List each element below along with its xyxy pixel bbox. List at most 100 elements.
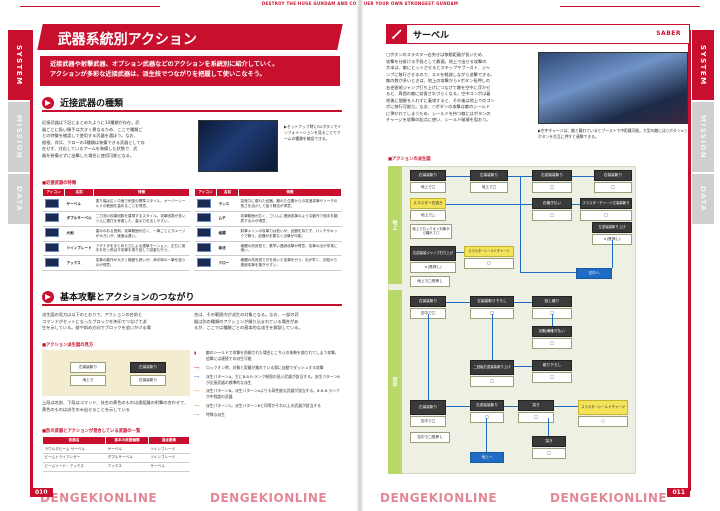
flow-node: 縦り下ろし	[532, 360, 572, 371]
table-row: 格闘射撃メインの攻撃力は低いが、武器を持たず、パンチやキックで戦う。武器が必要な…	[194, 226, 342, 242]
watermark-right: DENGEKIONLINE	[550, 491, 668, 505]
flow-node-cmd: □	[532, 182, 572, 193]
flow-node: スラスターチャージ左袈裟斬り	[580, 198, 632, 209]
table-row: ムチ攻撃範囲が広く、ゴリムに連続攻撃のような動作で相手を翻弄するのが得意。	[194, 211, 342, 227]
flow-node: 右袈裟斬り	[410, 170, 446, 181]
flow-arrow	[520, 272, 576, 273]
watermark-center-left: DENGEKIONLINE	[210, 491, 328, 505]
section1-body: 近接武器は下記にまとめたように10種類が存在。武 器ごとに扱い勝手は大きく異なる…	[42, 120, 145, 158]
table-row: 大剣重みのある長剣。攻撃範囲が広く、一撃ごとにダメージが大きいが、速度は遅い。	[42, 226, 190, 242]
flow-node: 左袈裟斬り	[410, 400, 446, 415]
table-row: 拳法格闘の改良型で、素早い連続攻撃が得意。攻撃の出が非常に速い。	[194, 241, 342, 257]
tab-mission-right[interactable]: MISSION	[692, 102, 714, 172]
section-heading-weapon-types: 近接武器の種類	[42, 96, 342, 112]
flow-legend-label: ■アクション派生図の見方	[42, 343, 94, 348]
flow-node: 空中で□長押し	[410, 432, 450, 443]
flow-node-cmd: □	[594, 182, 632, 193]
flow-node-cmd: 地上で□	[410, 182, 446, 193]
flow-node-cmd: 空中で□	[410, 416, 446, 427]
tab-system-right[interactable]: SYSTEM	[692, 30, 714, 100]
flow-chart-label: ■アクションの派生図	[388, 157, 431, 162]
greatsword-icon	[44, 228, 59, 238]
flow-arrow	[514, 302, 532, 303]
flow-arrow	[572, 176, 594, 177]
flow-node-cmd: □	[532, 338, 572, 349]
flow-arrow	[446, 302, 470, 303]
twin-blade-icon	[44, 243, 59, 253]
lead-line: 近接武器や射撃武器、オプション武器などのアクションを系統別に紹介していく。	[50, 61, 279, 68]
play-bullet-icon	[42, 291, 54, 303]
flow-node: 右逆袈裟斬り	[470, 400, 504, 411]
skill-name: サーベル	[413, 31, 450, 41]
flow-arrow	[446, 176, 470, 177]
section2-body-col2: 合は、その範囲内が派生の対象となる。なお、一部の武 器は別の種類のアクションが繰…	[194, 312, 303, 330]
saber-body: □ボタンのスラスター右突きは移動距離が長いため、 攻撃を仕掛ける手段として最適。…	[386, 52, 495, 122]
table-row: ランス突進力に優れた武器。離れた位置からの突進攻撃やリーチの長さを活かして狙う戦…	[194, 196, 342, 212]
tab-system-left[interactable]: SYSTEM	[8, 30, 30, 100]
flow-arrow	[446, 204, 532, 205]
table-row: サーベル振り幅は広く中速で剣型の標準スタイル。オーバーシールドの範囲を高めること…	[42, 196, 190, 212]
saber-icon	[44, 198, 59, 208]
double-saber-icon	[44, 213, 59, 223]
gameplay-screenshot	[538, 52, 688, 124]
flow-arrow	[456, 252, 464, 253]
watermark-left: DENGEKIONLINE	[40, 491, 158, 505]
legend-list: ▮敵のシールドで攻撃を防御された場合にこちらの体勢を崩されてしまう攻撃。追撃には…	[194, 350, 340, 417]
play-bullet-icon	[42, 97, 54, 109]
watermark-center-right: DENGEKIONLINE	[380, 491, 498, 505]
flow-node: 二回転右逆袈裟斬り上げ	[470, 360, 514, 375]
flow-node-cmd: 地上で△	[410, 210, 446, 221]
lead-line: アクションが多彩な近接武器は、派生技でつながりを把握して使いこなそう。	[50, 70, 266, 78]
setup-screenshot-caption: ▶セットアップ時にR2ボタンでインフォメーションを見ることでアームの種類を確認で…	[284, 124, 342, 141]
page-number-left: 010	[30, 488, 53, 497]
page-title: 武器系統別アクション	[37, 24, 343, 50]
axe-icon	[44, 257, 59, 267]
flow-node: スラスター右突き	[410, 198, 446, 209]
page-spine	[356, 0, 364, 511]
flow-arrow	[446, 406, 470, 407]
flow-arrow	[548, 418, 549, 436]
fist-icon	[196, 228, 211, 238]
flow-node-to-air: 空中へ	[576, 268, 612, 279]
flow-node: 右逆袈裟斬り	[532, 170, 572, 181]
flow-node: 右逆袈裟ジャンプ打ち上げ	[410, 246, 456, 261]
tab-mission-left[interactable]: MISSION	[8, 102, 30, 172]
mixed-weapons-table: 武器名 基本の武器種類 混合要素 ラウルダビーム サーベルサーベルツインブレード…	[41, 436, 191, 472]
whip-icon	[196, 213, 211, 223]
flow-node-cmd: 地上で□	[470, 182, 508, 193]
table-row: アックス攻撃の動作が大きく範囲も狭いが、命中時の一撃を狙うのが得意。	[42, 255, 190, 272]
tab-data-right[interactable]: DATA	[692, 174, 714, 224]
example-node-name: 左袈裟斬り	[70, 362, 106, 373]
claw-icon	[196, 257, 211, 267]
flow-node: 左袈裟斬り	[470, 170, 508, 181]
table-row: ツインブレードアギナタをまとめた刀による連撃モーション。左右に相手を吹っ飛ばす攻…	[42, 241, 190, 257]
flow-node-cmd: □	[470, 376, 514, 387]
gameplay-caption: ▶空中チャージは、敵と離れているとブーストで中距離可能。大型の敵には○ボタン×○…	[538, 128, 687, 139]
weapon-table-right: アイコン 名前 特徴 ランス突進力に優れた武器。離れた位置からの突進攻撃やリーチ…	[194, 188, 342, 272]
example-node-cmd: 地上で	[70, 375, 106, 386]
flow-node-cmd: □	[464, 258, 514, 269]
table-row: ビームソード・アックスアックスサーベル	[42, 462, 190, 472]
left-side-frame	[30, 30, 33, 491]
flow-node: 地上でロックオン対象から離れて□	[410, 224, 452, 239]
flow-node-cmd: □	[518, 412, 554, 423]
flow-arrow	[492, 314, 493, 360]
flow-node-to-ground: 地上へ	[470, 452, 504, 463]
section-heading-attack-links: 基本攻撃とアクションのつながり	[42, 290, 342, 306]
flow-node-cmd: □	[532, 372, 572, 383]
right-side-frame	[688, 30, 691, 491]
flow-node: 回し蹴り	[532, 296, 572, 307]
table-row: ビームトライアンガーダブルサーベルツインブレード	[42, 453, 190, 463]
flow-node: スラスターシールドチャージ	[464, 246, 514, 257]
tab-data-left[interactable]: DATA	[8, 174, 30, 224]
weapon-table-left: アイコン 名前 特徴 サーベル振り幅は広く中速で剣型の標準スタイル。オーバーシー…	[42, 188, 190, 272]
flow-node-cmd: □	[532, 448, 566, 459]
page-number-right: 011	[667, 488, 690, 497]
flow-node-cmd: □	[470, 412, 504, 423]
flow-node: 回転横薙ぎ払い	[532, 326, 572, 337]
weapon-features-label: ■近接武器の特徴	[42, 181, 77, 186]
flow-node-cmd: ×(長押し)	[410, 262, 456, 273]
lane-ground: 地上	[388, 166, 402, 284]
flow-node: スラスターシールドチャージ	[578, 400, 628, 415]
example-caption: 上段は名前、下段はコマンド、技名の黄色のものは遠距離の射撃の合わせで、黄色のもの…	[42, 400, 189, 412]
